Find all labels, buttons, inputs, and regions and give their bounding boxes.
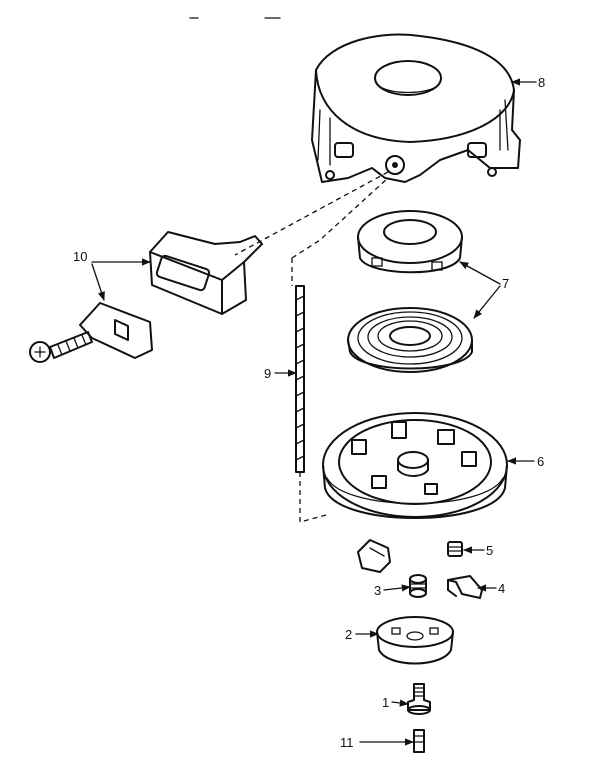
small-spring-part <box>447 541 463 557</box>
handle-and-bracket-part <box>29 231 263 363</box>
callout-10: 10 <box>73 249 87 264</box>
cam-part <box>376 616 454 665</box>
callout-4: 4 <box>498 581 505 596</box>
callout-6: 6 <box>537 454 544 469</box>
spring-and-retainer-part <box>347 210 473 373</box>
callout-3: 3 <box>374 583 381 598</box>
callout-8: 8 <box>538 75 545 90</box>
shoulder-bolt-part <box>407 683 431 715</box>
callout-7: 7 <box>502 276 509 291</box>
callout-5: 5 <box>486 543 493 558</box>
starter-rope-part <box>295 285 305 473</box>
callout-9: 9 <box>264 366 271 381</box>
starter-housing-part <box>311 33 521 183</box>
pawl-part <box>357 539 391 573</box>
pin-part <box>413 729 425 753</box>
compression-spring-part <box>409 574 427 598</box>
callout-1: 1 <box>382 695 389 710</box>
callout-2: 2 <box>345 627 352 642</box>
callout-labels: 8 7 10 9 6 5 4 3 2 1 11 <box>73 75 545 750</box>
pulley-part <box>322 412 508 519</box>
callout-11: 11 <box>340 735 354 750</box>
callout-leaders <box>91 78 537 746</box>
brake-spring-part <box>447 575 483 599</box>
